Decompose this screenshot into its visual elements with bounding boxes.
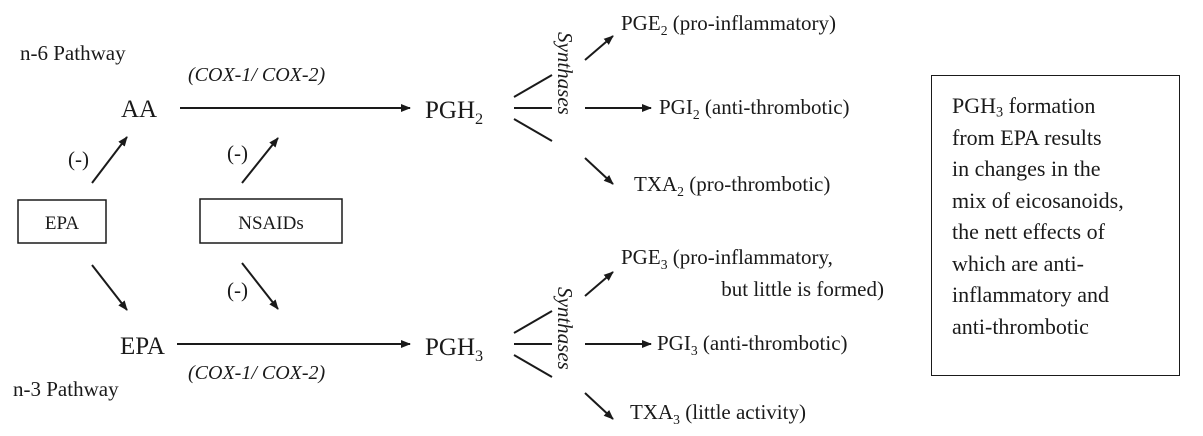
- nsaids-box-label: NSAIDs: [238, 213, 303, 234]
- cox-label-bottom: (COX-1/ COX-2): [188, 362, 326, 384]
- product-pgi2: PGI2 (anti-thrombotic): [659, 95, 850, 122]
- synthases-label-top: Synthases: [553, 32, 577, 115]
- synthases-label-bottom: Synthases: [553, 287, 577, 370]
- epa-to-epa-arrow: [91, 264, 128, 311]
- epa-inhibits-aa-label: (-): [68, 147, 89, 171]
- note-line-3: in changes in the: [952, 156, 1101, 181]
- product-pge3: PGE3 (pro-inflammatory,: [621, 245, 833, 272]
- note-line-6: which are anti-: [952, 250, 1084, 276]
- note-line-5: the nett effects of: [952, 219, 1105, 244]
- arrow-to-pge2: [584, 35, 614, 61]
- note-line-2: from EPA results: [952, 124, 1102, 150]
- nsaid-inhibits-cox2-pathway-label: (-): [227, 141, 248, 165]
- note-line-8: anti-thrombotic: [952, 313, 1089, 339]
- nsaid-inhibits-cox3-pathway-label: (-): [227, 278, 248, 302]
- product-txa3: TXA3 (little activity): [630, 400, 806, 427]
- epa-box-label: EPA: [45, 213, 79, 234]
- fan-line-top-upper: [513, 74, 553, 98]
- arrow-to-txa3: [584, 392, 614, 420]
- n6-pathway-label: n-6 Pathway: [20, 41, 126, 65]
- epa-box: EPA: [17, 199, 107, 244]
- pgh3-node: PGH3: [425, 334, 483, 365]
- nsaid-up-arrow: [241, 137, 279, 184]
- aa-node: AA: [121, 96, 157, 123]
- cox-label-top: (COX-1/ COX-2): [188, 64, 326, 86]
- fan-line-top-lower: [513, 118, 553, 142]
- fan-line-bottom-upper: [513, 310, 553, 334]
- note-line-7: inflammatory and: [952, 282, 1110, 307]
- note-line-4: mix of eicosanoids,: [952, 187, 1124, 213]
- summary-note-box: PGH3 formation from EPA results in chang…: [931, 75, 1180, 376]
- product-pge2: PGE2 (pro-inflammatory): [621, 11, 836, 38]
- product-pge3-note: but little is formed): [721, 277, 884, 301]
- fan-line-bottom-lower: [513, 354, 553, 378]
- n3-pathway-label: n-3 Pathway: [13, 377, 119, 401]
- product-pgi3: PGI3 (anti-thrombotic): [657, 331, 848, 358]
- epa-node: EPA: [120, 333, 165, 360]
- nsaid-down-arrow: [241, 262, 279, 310]
- arrow-to-pge3: [584, 271, 614, 297]
- arrow-to-txa2: [584, 157, 614, 185]
- product-txa2: TXA2 (pro-thrombotic): [634, 172, 830, 199]
- pgh2-node: PGH2: [425, 97, 483, 128]
- epa-to-aa-arrow: [91, 136, 128, 184]
- nsaids-box: NSAIDs: [199, 198, 343, 244]
- note-line-1: PGH3 formation: [952, 93, 1096, 121]
